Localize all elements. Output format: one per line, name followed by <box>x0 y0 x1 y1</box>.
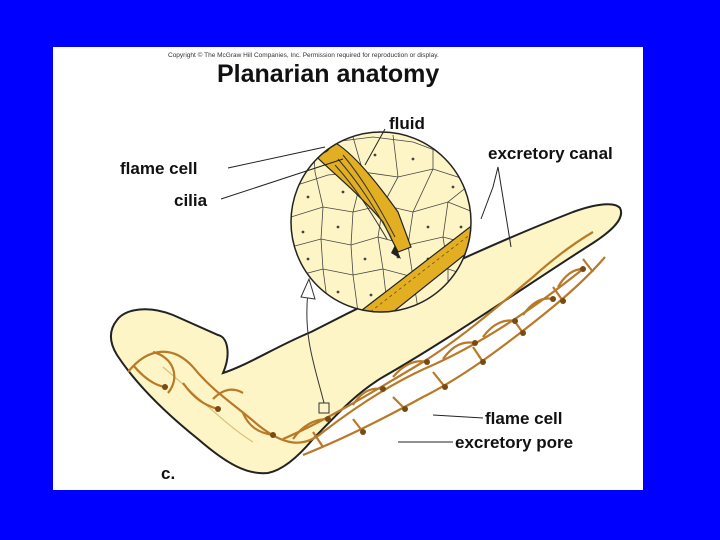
panel-label: c. <box>161 464 175 483</box>
label-flame-cell-top: flame cell <box>120 159 198 178</box>
planarian-body <box>110 203 623 475</box>
label-fluid: fluid <box>389 114 425 133</box>
copyright-text: Copyright © The McGraw Hill Companies, I… <box>168 51 439 59</box>
leader-lines <box>220 128 512 443</box>
flame-cell-bulbs <box>162 266 586 438</box>
planarian-diagram: Copyright © The McGraw Hill Companies, I… <box>110 51 623 483</box>
label-excretory-pore: excretory pore <box>455 433 573 452</box>
label-excretory-canal: excretory canal <box>488 144 613 163</box>
magnified-view <box>290 131 472 313</box>
figure-title: Planarian anatomy <box>217 60 439 88</box>
label-flame-cell-bottom: flame cell <box>485 409 563 428</box>
figure-panel: Copyright © The McGraw Hill Companies, I… <box>53 47 643 490</box>
zoom-indicator <box>300 277 330 414</box>
label-cilia: cilia <box>174 191 208 210</box>
excretory-network-lower <box>282 231 606 457</box>
